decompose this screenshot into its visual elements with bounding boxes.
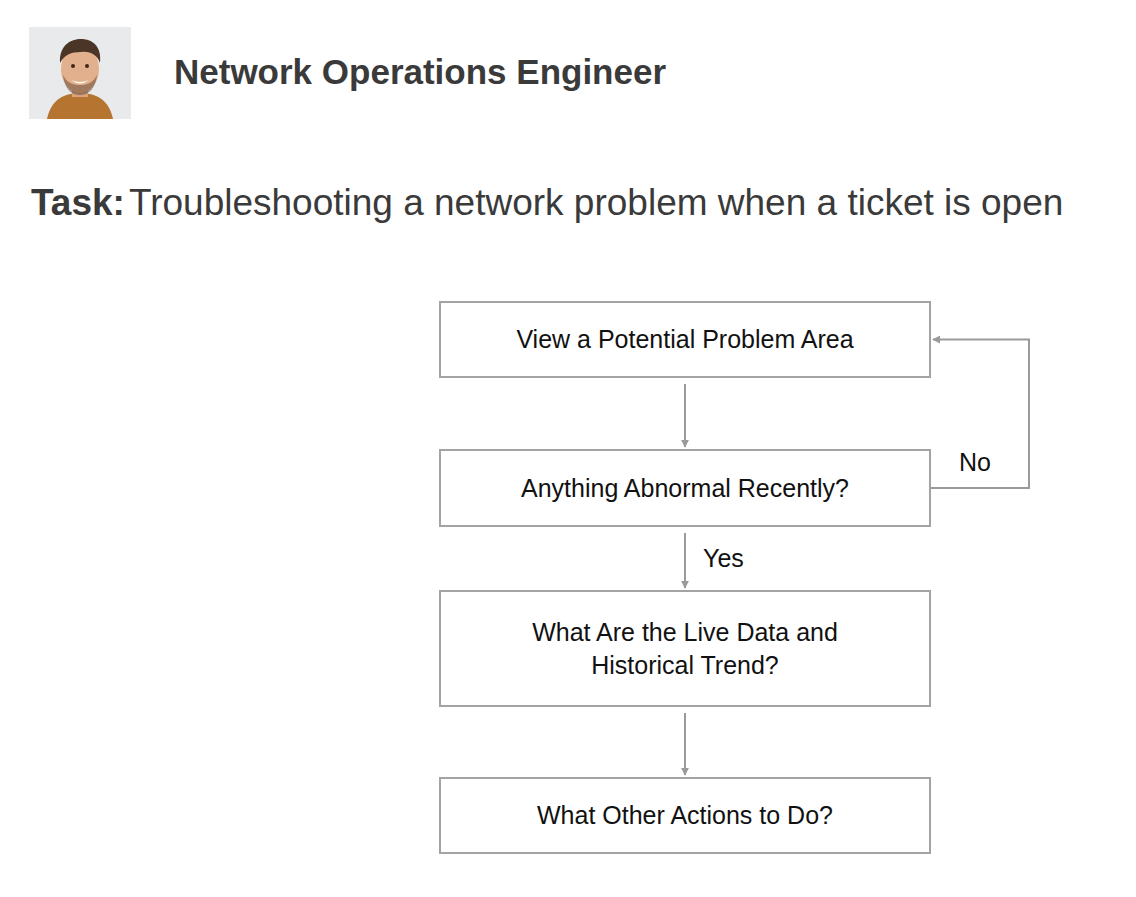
box-text: What Other Actions to Do? bbox=[537, 799, 833, 832]
task-text: Troubleshooting a network problem when a… bbox=[129, 182, 1063, 223]
process-box: What Are the Live Data and Historical Tr… bbox=[439, 590, 931, 707]
process-box: View a Potential Problem Area bbox=[439, 301, 931, 378]
flow-arrow bbox=[684, 384, 686, 447]
box-text: Anything Abnormal Recently? bbox=[521, 472, 849, 505]
page-title: Network Operations Engineer bbox=[174, 52, 666, 92]
edge-label: Yes bbox=[701, 544, 746, 573]
edge-label: No bbox=[957, 448, 993, 477]
avatar-photo bbox=[29, 27, 131, 119]
box-text: View a Potential Problem Area bbox=[516, 323, 853, 356]
process-box: What Other Actions to Do? bbox=[439, 777, 931, 854]
task-key: Task: bbox=[31, 182, 125, 223]
flow-arrow bbox=[931, 340, 1029, 489]
flow-arrow bbox=[684, 713, 686, 775]
task-line: Task:Troubleshooting a network problem w… bbox=[31, 182, 1063, 224]
process-box: Anything Abnormal Recently? bbox=[439, 449, 931, 527]
flow-arrow bbox=[684, 533, 686, 588]
box-text: What Are the Live Data and Historical Tr… bbox=[511, 616, 859, 681]
